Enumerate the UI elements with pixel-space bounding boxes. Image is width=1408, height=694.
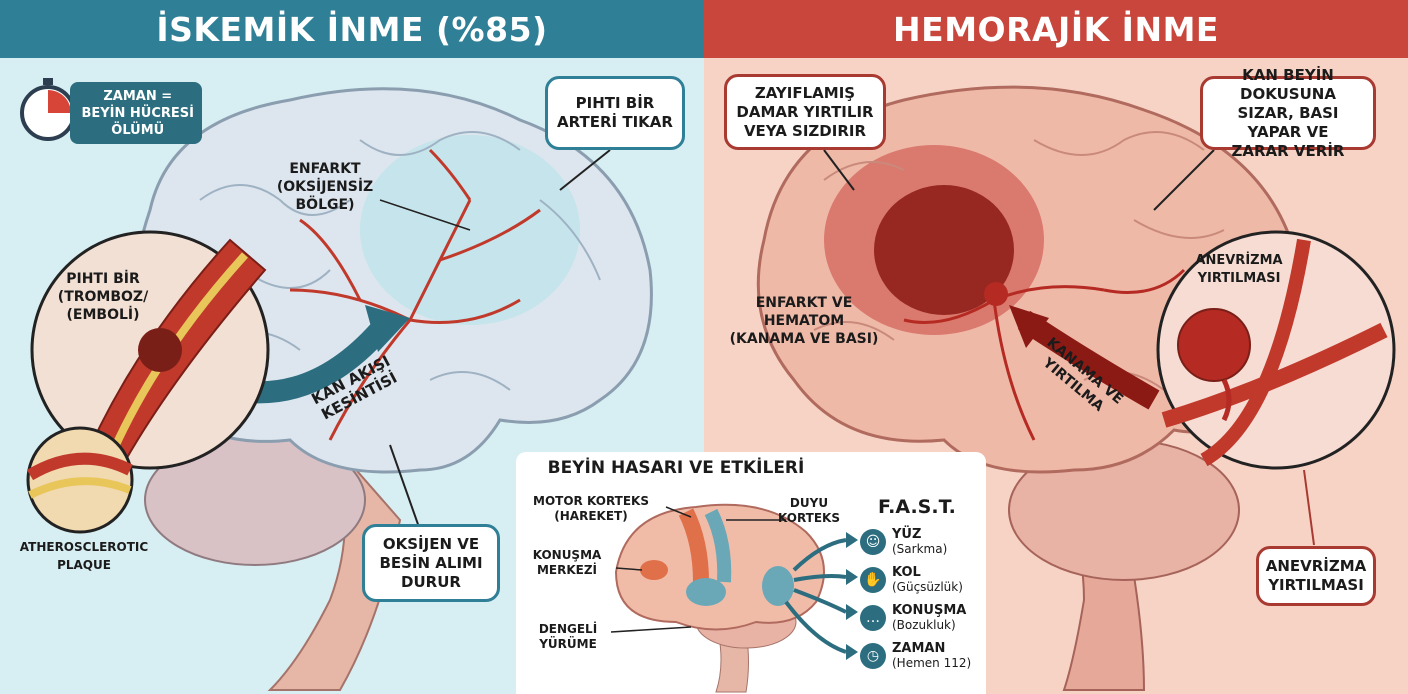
- fast-item-face: ☺ YÜZ(Sarkma): [860, 528, 947, 556]
- fast-sub: (Güçsüzlük): [892, 580, 963, 594]
- ischemic-illustration: [20, 78, 653, 691]
- callout-aneurysm-rupture: ANEVRİZMA YIRTILMASI: [1256, 546, 1376, 606]
- fast-label: KOL: [892, 565, 921, 580]
- label-sensory-cortex: DUYU KORTEKS: [778, 496, 840, 525]
- balance-zone: [686, 578, 726, 606]
- label-balance: DENGELİ YÜRÜME: [538, 622, 598, 651]
- aneurysm-small: [984, 282, 1008, 306]
- hematoma-core: [874, 185, 1014, 315]
- label-motor-cortex: MOTOR KORTEKS (HAREKET): [533, 494, 649, 523]
- fast-item-arm: ✋ KOL(Güçsüzlük): [860, 566, 963, 594]
- fast-label: ZAMAN: [892, 641, 946, 656]
- fast-label: KONUŞMA: [892, 603, 967, 618]
- aneurysm-rupture: [1177, 308, 1251, 382]
- label-atherosclerotic-plaque: ATHEROSCLEROTIC PLAQUE: [19, 540, 149, 572]
- damage-brain-diagram: [610, 503, 858, 693]
- speech-bubble-icon: …: [860, 605, 886, 631]
- face-icon: ☺: [860, 529, 886, 555]
- label-speech-center: KONUŞMA MERKEZİ: [532, 548, 602, 577]
- callout-weakened-vessel: ZAYIFLAMIŞ DAMAR YIRTILIR VEYA SIZDIRIR: [724, 74, 886, 150]
- hemorrhagic-illustration: [756, 85, 1396, 691]
- ischemic-title: İSKEMİK İNME (%85): [0, 0, 704, 58]
- label-clot: PIHTI BİR (TROMBOZ/ (EMBOLİ): [57, 271, 149, 323]
- clot: [138, 328, 182, 372]
- fast-sub: (Hemen 112): [892, 656, 972, 670]
- motor-cortex-zone: [678, 508, 709, 583]
- ischemic-panel: İSKEMİK İNME (%85): [0, 0, 704, 694]
- visual-zone: [762, 566, 794, 606]
- fast-sub: (Bozukluk): [892, 618, 956, 632]
- arm-icon: ✋: [860, 567, 886, 593]
- fast-sub: (Sarkma): [892, 542, 948, 556]
- fast-title: F.A.S.T.: [878, 496, 956, 518]
- label-infarct: ENFARKT (OKSİJENSİZ BÖLGE): [276, 161, 374, 213]
- damage-title: BEYİN HASARI VE ETKİLERİ: [547, 458, 805, 478]
- fast-item-speech: … KONUŞMA(Bozukluk): [860, 604, 966, 632]
- callout-clot-blocks-artery: PIHTI BİR ARTERİ TIKAR: [545, 76, 685, 150]
- hemorrhagic-title: HEMORAJİK İNME: [704, 0, 1408, 58]
- timer-label: ZAMAN = BEYİN HÜCRESİ ÖLÜMÜ: [70, 82, 202, 144]
- callout-oxygen-stops: OKSİJEN VE BESİN ALIMI DURUR: [362, 524, 500, 602]
- speech-center-zone: [640, 560, 668, 580]
- sensory-cortex-zone: [704, 508, 732, 583]
- fast-item-time: ◷ ZAMAN(Hemen 112): [860, 642, 971, 670]
- callout-blood-leaks: KAN BEYİN DOKUSUNA SIZAR, BASI YAPAR VE …: [1200, 66, 1376, 160]
- label-infarct-hematoma: ENFARKT VE HEMATOM (KANAMA VE BASI): [729, 295, 879, 347]
- clock-icon: ◷: [860, 643, 886, 669]
- label-aneurysm-inset: ANEVRİZMA YIRTILMASI: [1195, 253, 1283, 286]
- brain-damage-box: BEYİN HASARI VE ETKİLERİ MOTOR KORTE: [516, 452, 986, 694]
- fast-label: YÜZ: [892, 527, 922, 542]
